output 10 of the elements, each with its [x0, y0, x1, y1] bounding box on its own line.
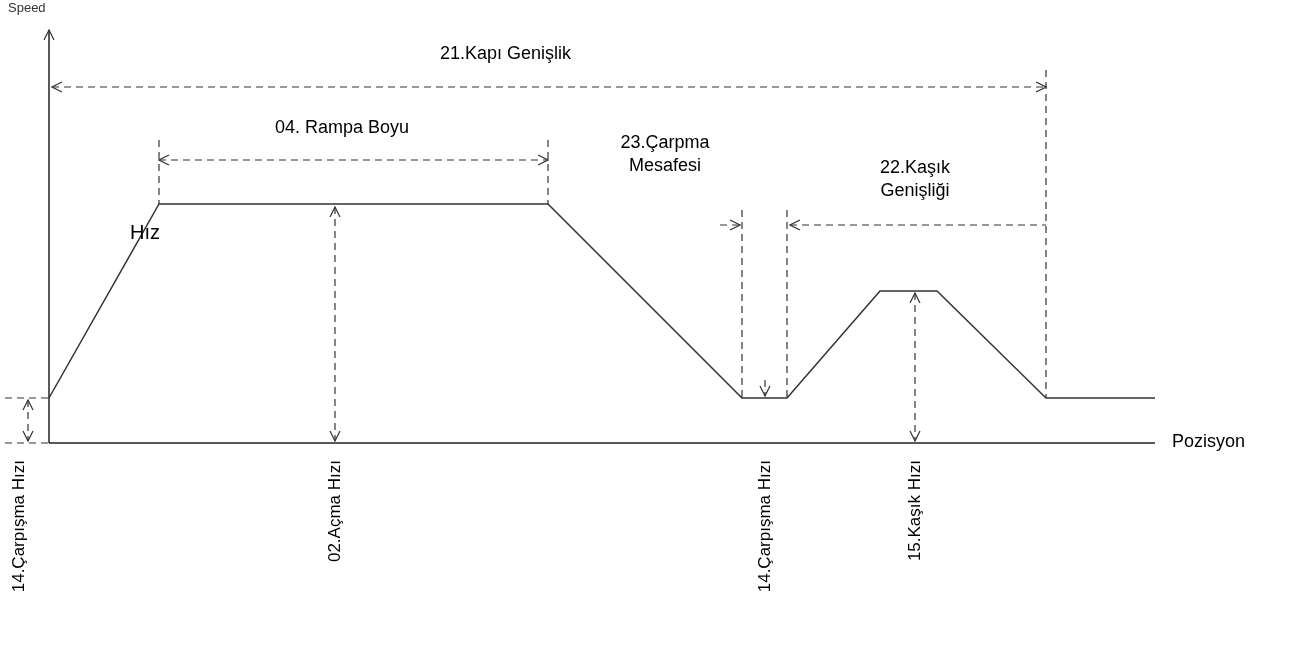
axis-label: Pozisyon — [1172, 430, 1246, 453]
dimension-label: 23.Çarpma Mesafesi — [619, 131, 711, 176]
dimension-label: 15.Kaşık Hızı — [904, 460, 925, 562]
dimension-label: 04. Rampa Boyu — [275, 116, 410, 139]
dimension-label: 14.Çarpışma Hızı — [754, 460, 775, 593]
dimension-label: 21.Kapı Genişlik — [440, 42, 572, 65]
axis-label: Speed — [8, 0, 46, 17]
dimension-label: 14.Çarpışma Hızı — [8, 460, 29, 593]
dimension-label: 22.Kaşık Genişliği — [878, 156, 951, 201]
dimension-label: 02.Açma Hızı — [324, 460, 345, 563]
